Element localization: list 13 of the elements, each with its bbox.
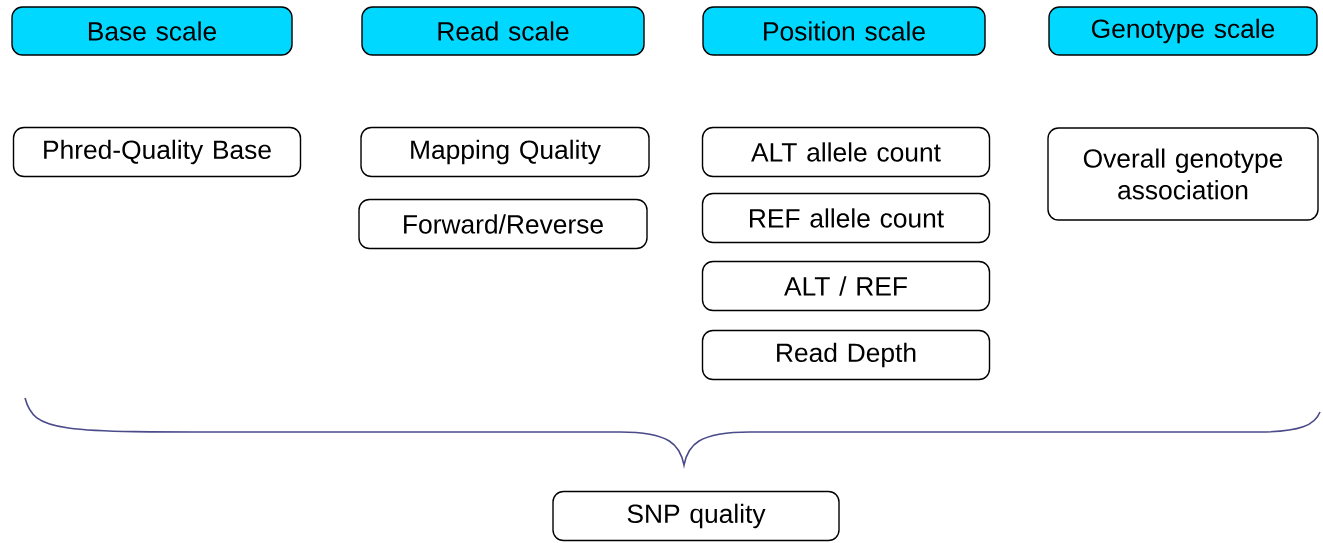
metric-box: SNP quality bbox=[552, 490, 840, 542]
scale-header: Position scale bbox=[702, 6, 986, 56]
metric-box: ALT / REF bbox=[701, 260, 991, 312]
metric-box: Phred-Quality Base bbox=[12, 126, 302, 178]
scale-header: Base scale bbox=[11, 6, 293, 56]
scale-header: Genotype scale bbox=[1048, 6, 1318, 56]
metric-box: Mapping Quality bbox=[360, 126, 650, 178]
metric-box: REF allele count bbox=[701, 192, 991, 244]
metric-box: ALT allele count bbox=[701, 126, 991, 178]
scale-header: Read scale bbox=[361, 6, 645, 56]
metric-box: Read Depth bbox=[701, 329, 991, 381]
metric-box: Overall genotype association bbox=[1047, 127, 1319, 221]
metric-box: Forward/Reverse bbox=[358, 198, 648, 250]
